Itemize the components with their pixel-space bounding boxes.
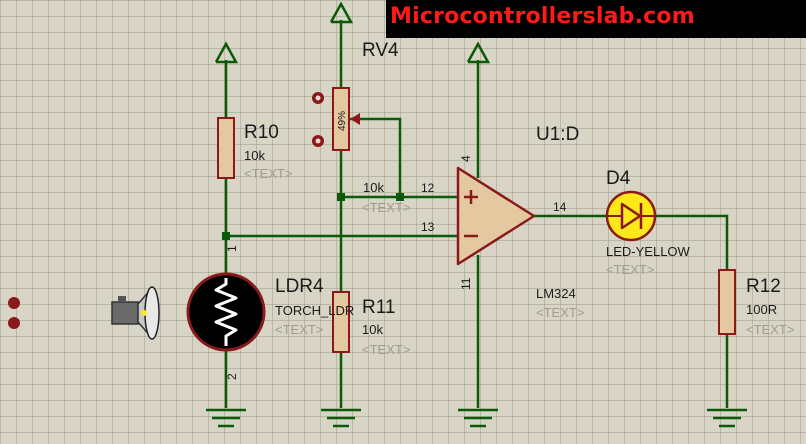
vcc-arrow-rv4 [329,1,354,24]
ground-ldr [206,408,246,428]
u1-value: LM324 [536,286,576,301]
r11-ref: R11 [362,297,395,318]
rv4-decrease-icon [315,138,321,144]
wires [224,20,729,408]
r10-text: <TEXT> [244,166,292,181]
rv4-increase-icon [315,95,321,101]
ldr4-value: TORCH_LDR [275,303,354,318]
ground-r11 [321,408,361,428]
pin-ldr-top: 1 [225,245,239,252]
potentiometer-wiper-icon [350,113,360,125]
vcc-arrow-r10 [214,41,239,64]
resistor-r10[interactable] [217,117,235,179]
r12-ref: R12 [746,276,781,297]
power-symbols [214,1,491,64]
d4-ref: D4 [606,168,631,189]
r12-value: 100R [746,302,777,317]
divider-text: <TEXT> [362,200,410,215]
junction-divider [337,193,345,201]
d4-text: <TEXT> [606,262,654,277]
potentiometer-rv4[interactable] [332,87,350,151]
r11-value: 10k [362,322,383,337]
r10-value: 10k [244,148,265,163]
opamp-u1d[interactable] [456,166,536,266]
banner-text: Microcontrollerslab.com [390,4,695,29]
ground-symbols [206,408,747,428]
torch-increase-button[interactable] [8,297,20,309]
pin-opamp-gnd: 11 [459,277,473,290]
pin-opamp-out: 14 [553,200,567,214]
divider-value: 10k [363,180,384,195]
pin-opamp-vcc: 4 [459,155,473,162]
pin-opamp-noninv: 12 [421,181,435,195]
rv4-ref: RV4 [362,40,399,61]
torch-decrease-button[interactable] [8,317,20,329]
junction-wiper [396,193,404,201]
pin-ldr-bottom: 2 [225,373,239,380]
vcc-arrow-opamp [466,41,491,64]
junctions [222,193,404,240]
ground-r12 [707,408,747,428]
d4-value: LED-YELLOW [606,244,691,259]
r11-text: <TEXT> [362,342,410,357]
resistor-r12[interactable] [718,269,736,335]
ground-opamp [458,408,498,428]
u1-text: <TEXT> [536,305,584,320]
wire-led-r12 [656,214,729,270]
rv4-percent: 49% [337,111,348,131]
wire-rv4-wiper [350,117,402,197]
junction-ldr [222,232,230,240]
r12-text: <TEXT> [746,322,794,337]
led-d4[interactable] [605,190,657,242]
ldr4-text: <TEXT> [275,322,323,337]
ldr-ldr4[interactable] [186,272,266,352]
ldr4-ref: LDR4 [275,276,324,297]
resistor-r11[interactable] [332,291,350,353]
site-banner [386,0,806,38]
pin-opamp-inv: 13 [421,220,435,234]
torch-icon[interactable] [111,286,160,340]
u1-ref: U1:D [536,124,579,145]
r10-ref: R10 [244,122,279,143]
